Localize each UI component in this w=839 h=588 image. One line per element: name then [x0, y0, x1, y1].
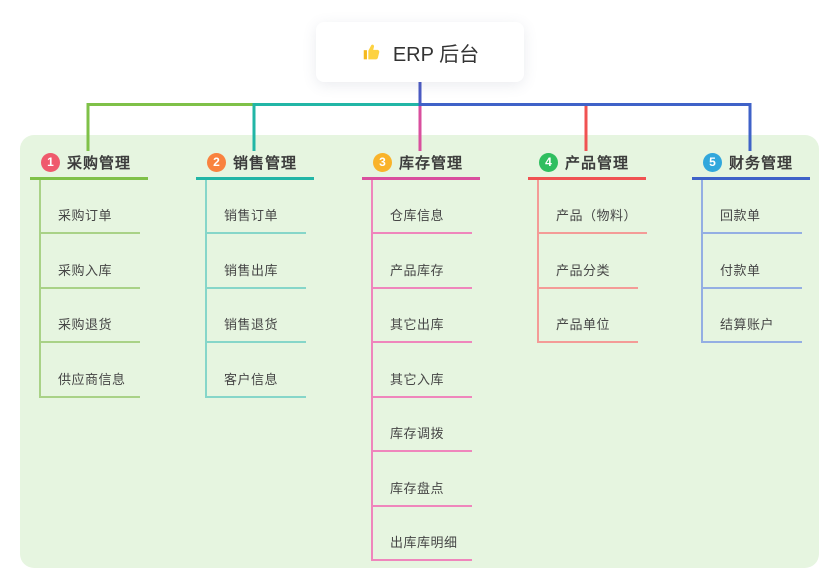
child-node[interactable]: 采购订单 — [39, 207, 140, 234]
child-node[interactable]: 供应商信息 — [39, 371, 140, 398]
branch-number-badge: 4 — [539, 152, 558, 172]
branch: 1 采购管理 采购订单采购入库采购退货供应商信息 — [30, 0, 170, 588]
child-node[interactable]: 销售退货 — [205, 316, 306, 343]
child-node[interactable]: 采购退货 — [39, 316, 140, 343]
branch-connector-rail — [701, 180, 703, 343]
child-node[interactable]: 销售订单 — [205, 207, 306, 234]
branch-label: 产品管理 — [565, 154, 630, 172]
branch: 5 财务管理 回款单付款单结算账户 — [692, 0, 832, 588]
root-title: ERP 后台 — [392, 43, 480, 66]
branch-connector-rail — [39, 180, 41, 398]
child-node[interactable]: 其它入库 — [371, 371, 472, 398]
child-node[interactable]: 产品单位 — [537, 316, 638, 343]
branch-connector-rail — [205, 180, 207, 398]
child-node[interactable]: 产品分类 — [537, 262, 638, 289]
branch: 2 销售管理 销售订单销售出库销售退货客户信息 — [196, 0, 336, 588]
child-node[interactable]: 库存盘点 — [371, 480, 472, 507]
branch-label: 库存管理 — [399, 154, 464, 172]
branch-label: 销售管理 — [233, 154, 298, 172]
child-node[interactable]: 回款单 — [701, 207, 802, 234]
child-node[interactable]: 付款单 — [701, 262, 802, 289]
child-node[interactable]: 仓库信息 — [371, 207, 472, 234]
branch: 3 库存管理 仓库信息产品库存其它出库其它入库库存调拨库存盘点出库库明细 — [362, 0, 502, 588]
branch-header[interactable]: 5 财务管理 — [692, 147, 810, 180]
branch-header[interactable]: 3 库存管理 — [362, 147, 480, 180]
branch-number-badge: 5 — [703, 152, 722, 172]
thumbs-up-icon — [361, 41, 383, 63]
child-node[interactable]: 库存调拨 — [371, 425, 472, 452]
branch-connector-rail — [537, 180, 539, 343]
child-node[interactable]: 销售出库 — [205, 262, 306, 289]
branch-header[interactable]: 1 采购管理 — [30, 147, 148, 180]
branch-header[interactable]: 4 产品管理 — [528, 147, 646, 180]
mindmap-panel — [20, 135, 819, 568]
child-node[interactable]: 采购入库 — [39, 262, 140, 289]
branch: 4 产品管理 产品（物料） 产品分类产品单位 — [528, 0, 668, 588]
child-node[interactable]: 产品（物料） — [537, 207, 648, 234]
branch-number-badge: 2 — [207, 152, 226, 172]
branch-number-badge: 1 — [41, 152, 60, 172]
child-node[interactable]: 出库库明细 — [371, 534, 472, 561]
root-node[interactable]: ERP 后台 — [316, 22, 524, 82]
child-node[interactable]: 产品库存 — [371, 262, 472, 289]
branch-label: 采购管理 — [67, 154, 132, 172]
child-node[interactable]: 其它出库 — [371, 316, 472, 343]
branch-label: 财务管理 — [729, 154, 794, 172]
branch-header[interactable]: 2 销售管理 — [196, 147, 314, 180]
child-node[interactable]: 结算账户 — [701, 316, 802, 343]
branch-connector-rail — [371, 180, 373, 561]
child-node[interactable]: 客户信息 — [205, 371, 306, 398]
branch-number-badge: 3 — [373, 152, 392, 172]
